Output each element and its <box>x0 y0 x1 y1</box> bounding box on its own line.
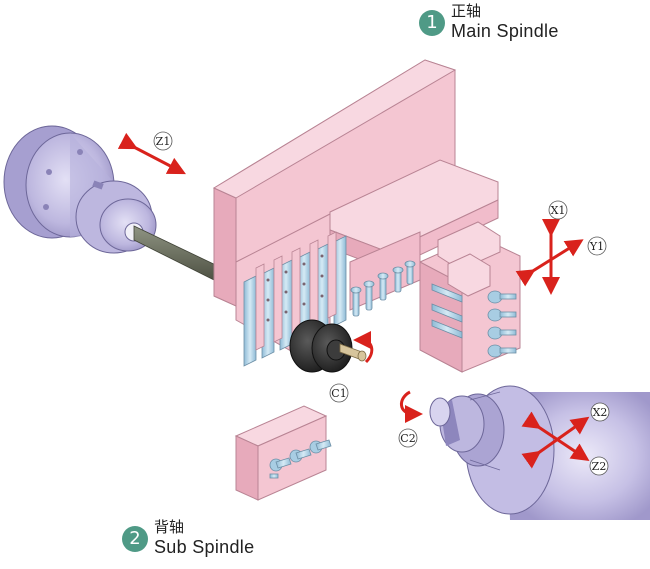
callout-number-badge: 1 <box>419 10 445 36</box>
c1-rotation-arrow <box>353 331 374 364</box>
svg-text:Z1: Z1 <box>156 135 171 148</box>
z2-arrow <box>521 411 590 461</box>
axis-arrows <box>117 132 590 469</box>
y1-arrow <box>515 239 584 287</box>
axis-label-x2: X2 <box>590 402 610 422</box>
axis-label-c2: C2 <box>398 428 418 448</box>
callout-chinese-label: 背轴 <box>154 518 185 536</box>
back-tool-holders <box>431 283 517 358</box>
bar-stock-rod <box>133 225 223 285</box>
axis-label-z1: Z1 <box>153 131 173 151</box>
callout-chinese-label: 正轴 <box>451 2 482 20</box>
svg-text:C1: C1 <box>331 387 346 400</box>
svg-text:Y1: Y1 <box>589 240 604 253</box>
sub-tool-block <box>234 405 332 501</box>
main-collet-chuck <box>289 319 367 373</box>
gang-tool-clamps <box>255 231 337 351</box>
callout-sub-spindle: 2 背轴 Sub Spindle <box>122 518 254 558</box>
axis-label-y1: Y1 <box>587 236 607 256</box>
axis-label-z2: Z2 <box>589 456 609 476</box>
axis-label-x1: X1 <box>548 200 568 220</box>
callout-main-spindle: 1 正轴 Main Spindle <box>419 2 559 42</box>
svg-text:X1: X1 <box>551 204 566 217</box>
c2-rotation-arrow <box>400 390 423 423</box>
svg-text:X2: X2 <box>593 406 608 419</box>
callout-english-label: Sub Spindle <box>154 537 255 557</box>
callout-number-badge: 2 <box>122 526 148 552</box>
clamp-screws <box>266 254 324 322</box>
axis-label-c1: C1 <box>329 383 349 403</box>
callout-english-label: Main Spindle <box>451 21 559 41</box>
svg-text:Z2: Z2 <box>592 460 607 473</box>
svg-text:C2: C2 <box>400 432 415 445</box>
cross-drill-holders <box>350 260 416 317</box>
main-spindle <box>3 125 157 254</box>
z1-arrow <box>117 132 186 175</box>
